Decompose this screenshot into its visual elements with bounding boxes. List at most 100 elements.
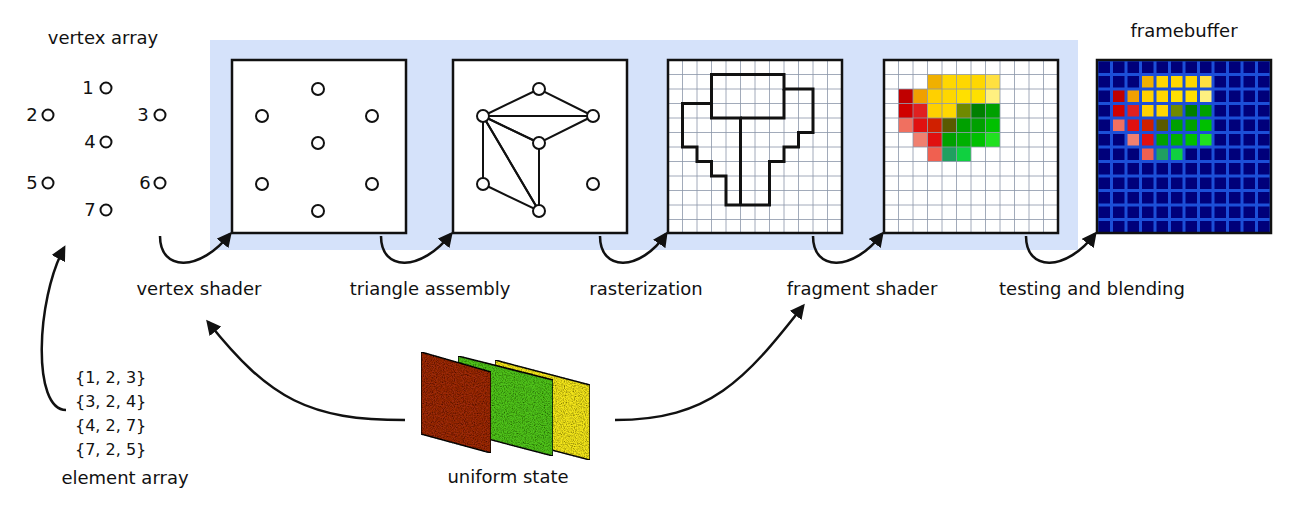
fragment-cell — [971, 89, 986, 104]
group-heading: element array — [61, 467, 188, 489]
framebuffer-cell — [1171, 149, 1183, 161]
fragment-cell — [942, 89, 957, 104]
fragment-cell — [957, 89, 972, 104]
framebuffer-cell — [1244, 91, 1256, 103]
fragment-cell — [986, 133, 1001, 148]
panel-stroke — [1029, 60, 1030, 233]
framebuffer-cell — [1229, 91, 1241, 103]
vertex-dot — [477, 178, 489, 190]
fragment-cell — [986, 104, 1001, 119]
fragment-cell — [899, 104, 914, 119]
framebuffer-cell — [1229, 62, 1241, 74]
framebuffer-cell — [1113, 62, 1125, 74]
framebuffer-cell — [1258, 192, 1270, 204]
framebuffer-cell — [1229, 149, 1241, 161]
framebuffer-cell — [1258, 105, 1270, 117]
stage-name: rasterization — [589, 278, 702, 300]
framebuffer-cell — [1142, 163, 1154, 175]
framebuffer-cell — [1157, 192, 1169, 204]
fragment-cell — [986, 75, 1001, 90]
index-triple: {3, 2, 4} — [75, 392, 146, 411]
framebuffer-cell — [1258, 207, 1270, 219]
framebuffer-cell — [1171, 76, 1183, 88]
framebuffer-cell — [1128, 91, 1140, 103]
fragment-cell — [928, 75, 943, 90]
panel-stroke — [884, 190, 1058, 191]
framebuffer-cell — [1157, 120, 1169, 132]
framebuffer-cell — [1200, 192, 1212, 204]
panel-stroke — [898, 60, 899, 233]
framebuffer-cell — [1113, 91, 1125, 103]
framebuffer-cell — [1099, 163, 1111, 175]
framebuffer-cell — [1215, 134, 1227, 146]
framebuffer-cell — [1244, 120, 1256, 132]
vertex-dot — [312, 83, 324, 95]
framebuffer-cell — [1113, 149, 1125, 161]
framebuffer-cell — [1215, 192, 1227, 204]
framebuffer-cell — [1215, 91, 1227, 103]
framebuffer-cell — [1157, 134, 1169, 146]
fragment-cell — [957, 147, 972, 162]
framebuffer-cell — [1215, 178, 1227, 190]
framebuffer-cell — [1258, 134, 1270, 146]
raster-outline — [741, 89, 785, 118]
framebuffer-cell — [1099, 76, 1111, 88]
framebuffer-cell — [1229, 163, 1241, 175]
raster-outline — [712, 104, 741, 206]
stage-name: vertex shader — [136, 278, 261, 300]
panel-stroke — [884, 176, 1058, 177]
panel-stroke — [813, 60, 814, 233]
fragment-cell — [928, 133, 943, 148]
framebuffer-cell — [1200, 91, 1212, 103]
framebuffer-cell — [1099, 120, 1111, 132]
framebuffer-cell — [1215, 163, 1227, 175]
fragment-cell — [957, 75, 972, 90]
fragment-cell — [913, 89, 928, 104]
framebuffer-cell — [1171, 178, 1183, 190]
vertex-dot — [533, 137, 545, 149]
fragment-cell — [957, 104, 972, 119]
fragment-cell — [899, 118, 914, 133]
framebuffer-cell — [1171, 120, 1183, 132]
stage-panel — [884, 60, 1058, 233]
framebuffer-cell — [1258, 91, 1270, 103]
stage-panels — [43, 60, 1272, 233]
framebuffer-cell — [1157, 105, 1169, 117]
stage-name: triangle assembly — [350, 278, 511, 300]
vertex-dot — [256, 110, 268, 122]
framebuffer-cell — [1099, 192, 1111, 204]
framebuffer-cell — [1142, 120, 1154, 132]
framebuffer-cell — [1113, 221, 1125, 233]
fragment-cell — [899, 89, 914, 104]
panel-heading: framebuffer — [1089, 20, 1279, 42]
fragment-cell — [942, 118, 957, 133]
framebuffer-cell — [1157, 163, 1169, 175]
fragment-cell — [928, 118, 943, 133]
framebuffer-border — [1097, 60, 1271, 233]
framebuffer-cell — [1215, 207, 1227, 219]
fragment-cell — [957, 118, 972, 133]
panel-stroke — [668, 219, 842, 220]
framebuffer-cell — [1113, 134, 1125, 146]
framebuffer-cell — [1215, 120, 1227, 132]
group-heading: vertex array — [48, 27, 159, 49]
vertex-dot — [587, 110, 599, 122]
triangle — [483, 116, 539, 211]
framebuffer-cell — [1229, 221, 1241, 233]
fragment-cell — [928, 104, 943, 119]
panel-stroke — [971, 60, 972, 233]
framebuffer-cell — [1186, 163, 1198, 175]
framebuffer-cell — [1186, 120, 1198, 132]
framebuffer-cell — [1128, 163, 1140, 175]
vertex-dot — [366, 110, 378, 122]
framebuffer-cell — [1128, 221, 1140, 233]
fragment-cell — [971, 75, 986, 90]
framebuffer-cell — [1171, 207, 1183, 219]
framebuffer-cell — [1128, 178, 1140, 190]
panel-stroke — [884, 219, 1058, 220]
vertex-number: 1 — [82, 77, 93, 99]
panel-stroke — [769, 60, 770, 233]
framebuffer-cell — [1157, 178, 1169, 190]
framebuffer-cell — [1186, 221, 1198, 233]
framebuffer-cell — [1186, 207, 1198, 219]
